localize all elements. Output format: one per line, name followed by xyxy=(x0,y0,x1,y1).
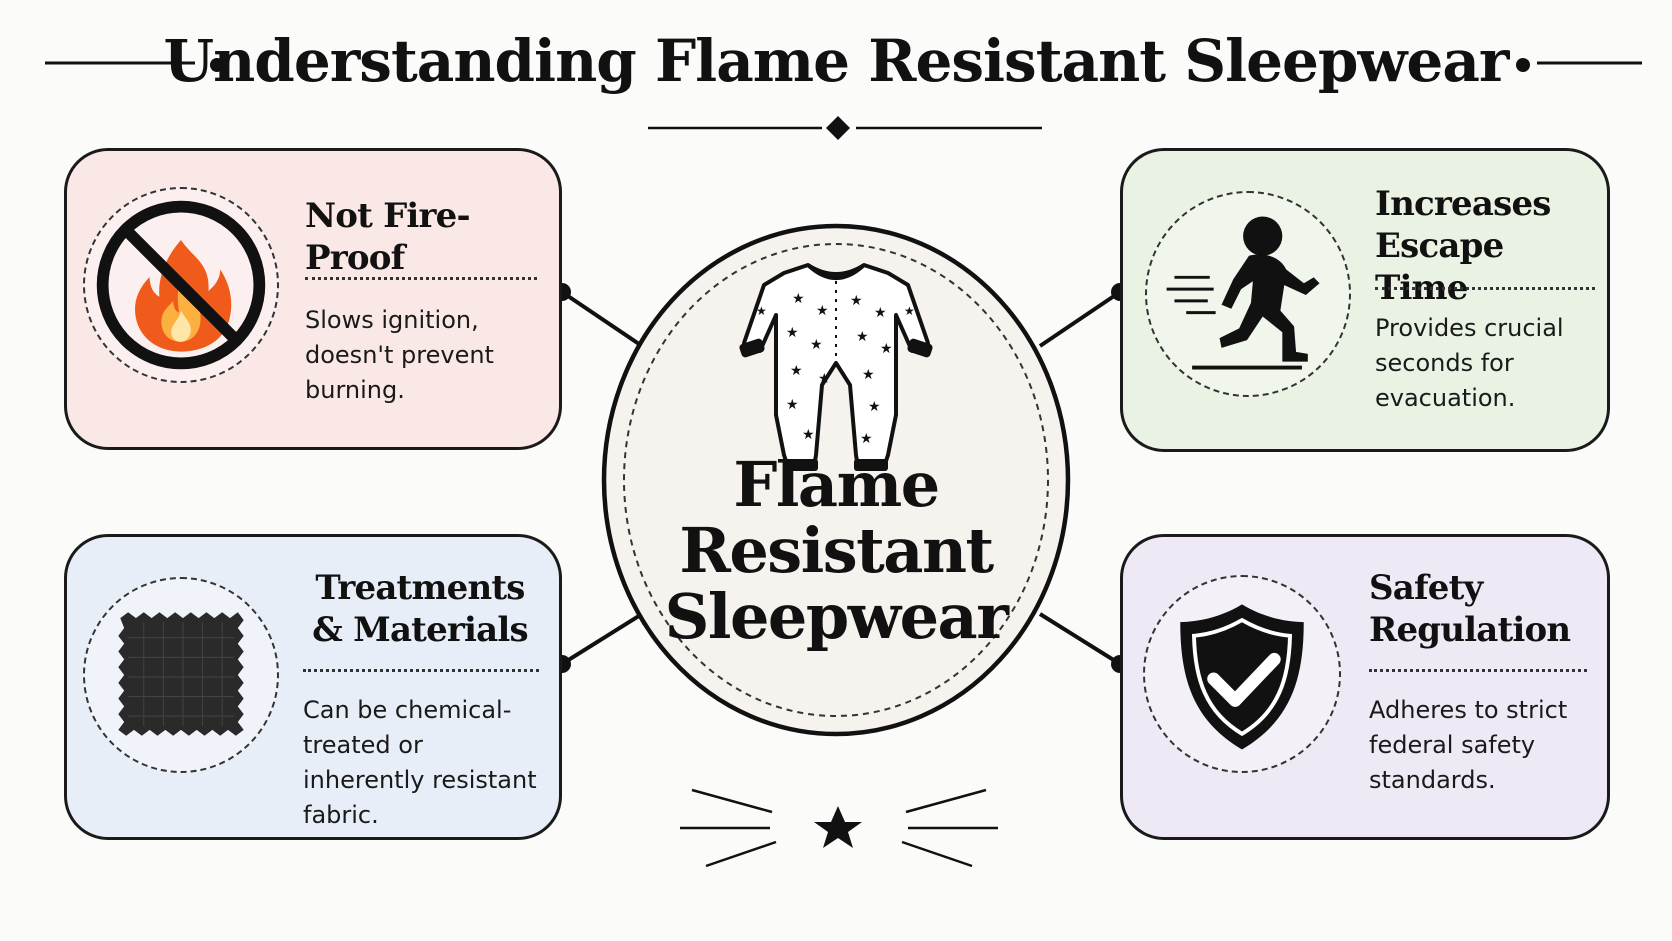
card-description: Can be chemical-treated or inherently re… xyxy=(303,696,537,829)
title-flourish-right xyxy=(1516,58,1642,72)
card-heading: Not Fire-Proof xyxy=(305,196,471,278)
star-burst-decoration xyxy=(680,788,998,868)
title-flourish-left xyxy=(45,58,224,72)
card-heading: Safety Regulation xyxy=(1369,568,1571,650)
icon-ring xyxy=(1145,191,1351,397)
svg-text:★: ★ xyxy=(790,363,803,379)
svg-text:★: ★ xyxy=(880,341,893,357)
card-description: Adheres to strict federal safety standar… xyxy=(1369,696,1568,794)
svg-text:★: ★ xyxy=(792,291,805,307)
svg-text:★: ★ xyxy=(874,305,887,321)
svg-text:★: ★ xyxy=(862,367,875,383)
icon-ring xyxy=(83,187,279,383)
icon-ring xyxy=(83,577,279,773)
svg-text:★: ★ xyxy=(786,397,799,413)
fabric-swatch-icon xyxy=(118,612,244,736)
no-fire-icon xyxy=(96,200,266,370)
card-divider xyxy=(1369,669,1587,672)
shield-check-icon xyxy=(1180,604,1304,750)
svg-text:★: ★ xyxy=(818,371,831,387)
title-divider xyxy=(648,116,1042,140)
svg-text:★: ★ xyxy=(810,337,823,353)
card-heading: Increases Escape Time xyxy=(1375,184,1551,308)
card-not-fire-proof: Not Fire-Proof Slows ignition, doesn't p… xyxy=(64,148,562,450)
connector-top-right xyxy=(1038,283,1129,348)
icon-ring xyxy=(1143,575,1341,773)
card-escape-time: Increases Escape Time Provides crucial s… xyxy=(1120,148,1610,452)
card-description: Slows ignition, doesn't prevent burning. xyxy=(305,306,494,404)
card-divider xyxy=(305,277,537,280)
svg-text:★: ★ xyxy=(860,431,873,447)
star-onesie-icon: ★ ★ ★ ★ ★ ★ ★ ★ ★ ★ ★ ★ ★ ★ ★ ★ ★ xyxy=(739,263,933,471)
page-title: Understanding Flame Resistant Sleepwear xyxy=(163,27,1510,95)
svg-text:★: ★ xyxy=(856,329,869,345)
card-description: Provides crucial seconds for evacuation. xyxy=(1375,314,1564,412)
svg-text:★: ★ xyxy=(904,304,915,318)
card-divider xyxy=(1375,287,1595,290)
connector-bottom-left xyxy=(553,612,644,673)
svg-text:★: ★ xyxy=(786,325,799,341)
running-child-icon xyxy=(1166,216,1320,370)
svg-text:★: ★ xyxy=(802,427,815,443)
card-treatments-materials: Treatments & Materials Can be chemical-t… xyxy=(64,534,562,840)
connector-top-left xyxy=(553,283,644,348)
center-node xyxy=(601,223,1071,737)
center-label: Flame Resistant Sleepwear xyxy=(664,448,1009,653)
card-heading: Treatments & Materials xyxy=(312,568,528,650)
svg-text:★: ★ xyxy=(816,303,829,319)
svg-text:★: ★ xyxy=(850,293,863,309)
card-divider xyxy=(303,669,539,672)
svg-text:★: ★ xyxy=(756,304,767,318)
card-safety-regulation: Safety Regulation Adheres to strict fede… xyxy=(1120,534,1610,840)
svg-text:★: ★ xyxy=(868,399,881,415)
connector-bottom-right xyxy=(1038,612,1129,673)
